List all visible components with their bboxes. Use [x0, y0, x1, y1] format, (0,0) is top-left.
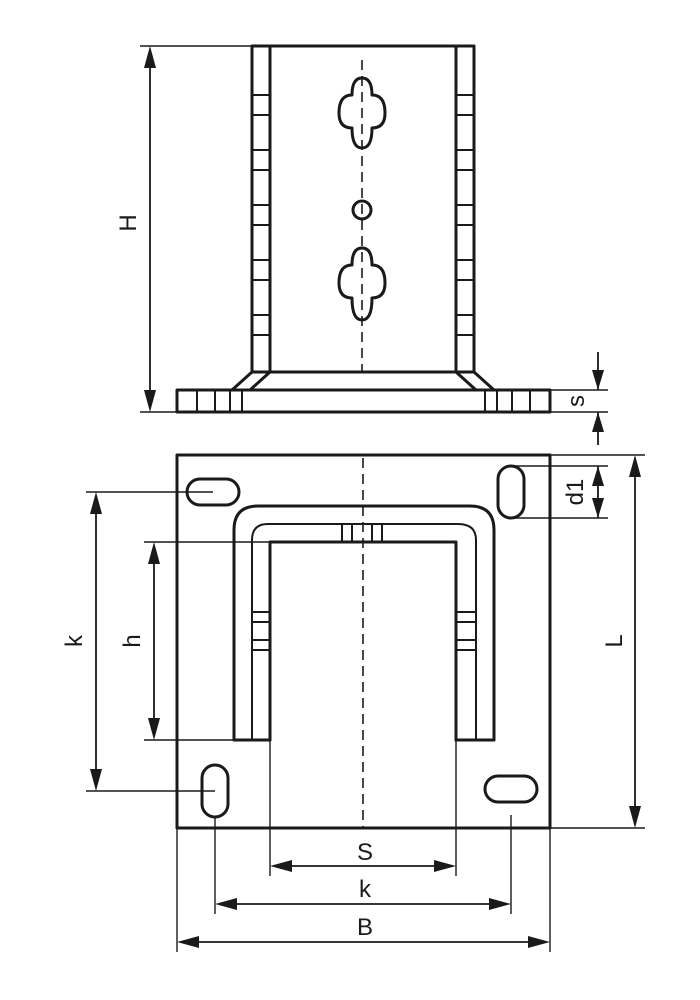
dimension-B: B	[176, 828, 551, 952]
gusset-left	[230, 370, 272, 392]
dimension-L: L	[550, 454, 645, 829]
gusset-right	[454, 370, 496, 392]
top-view	[175, 453, 552, 830]
wall-perforation-ticks	[252, 94, 474, 336]
height-label: H	[115, 214, 142, 231]
outer-hole-spacing-label: k	[61, 634, 88, 647]
width-label: B	[357, 914, 373, 941]
inner-width-label: S	[357, 839, 373, 866]
hole-label: d1	[562, 479, 589, 506]
hole-spacing-label: k	[359, 876, 372, 903]
dimension-k-left: k	[61, 491, 215, 792]
dimension-S: S	[269, 740, 457, 876]
dimension-s: s	[550, 352, 608, 445]
dimension-k-bottom: k	[214, 815, 512, 914]
base-plate-side	[175, 388, 552, 414]
cloverleaf-slot-upper	[337, 76, 387, 150]
u-profile-outer	[232, 504, 496, 742]
length-label: L	[601, 634, 628, 647]
side-view	[175, 44, 552, 414]
dimension-d1: d1	[511, 465, 608, 519]
mounting-slot-top-right	[496, 464, 526, 520]
dimension-H: H	[115, 45, 252, 413]
round-hole	[351, 199, 373, 221]
thickness-label: s	[563, 395, 590, 407]
mounting-slot-bottom-right	[483, 774, 539, 804]
cloverleaf-slot-lower	[337, 246, 387, 322]
dimension-h: h	[119, 541, 270, 741]
post-depth-label: h	[119, 634, 146, 647]
post-outline	[250, 44, 476, 374]
